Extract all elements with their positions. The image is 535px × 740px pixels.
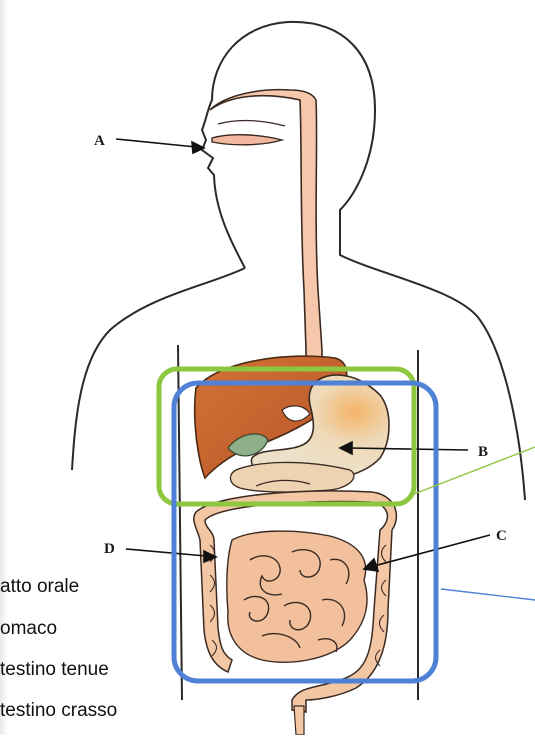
legend-item-1: atto orale: [0, 576, 79, 597]
legend-item-2: omaco: [0, 618, 57, 639]
small-intestine: [227, 531, 367, 662]
label-d: D: [104, 541, 115, 557]
label-a: A: [94, 133, 105, 149]
label-c: C: [496, 528, 507, 544]
blue-callout-line: [441, 589, 535, 600]
legend-item-3: testino tenue: [0, 659, 109, 680]
green-callout-line: [414, 447, 535, 494]
legend-item-4: testino crasso: [0, 700, 117, 721]
pancreas: [230, 462, 353, 492]
label-b: B: [478, 444, 488, 460]
mouth-opening: [212, 135, 282, 145]
rectum: [294, 706, 304, 735]
